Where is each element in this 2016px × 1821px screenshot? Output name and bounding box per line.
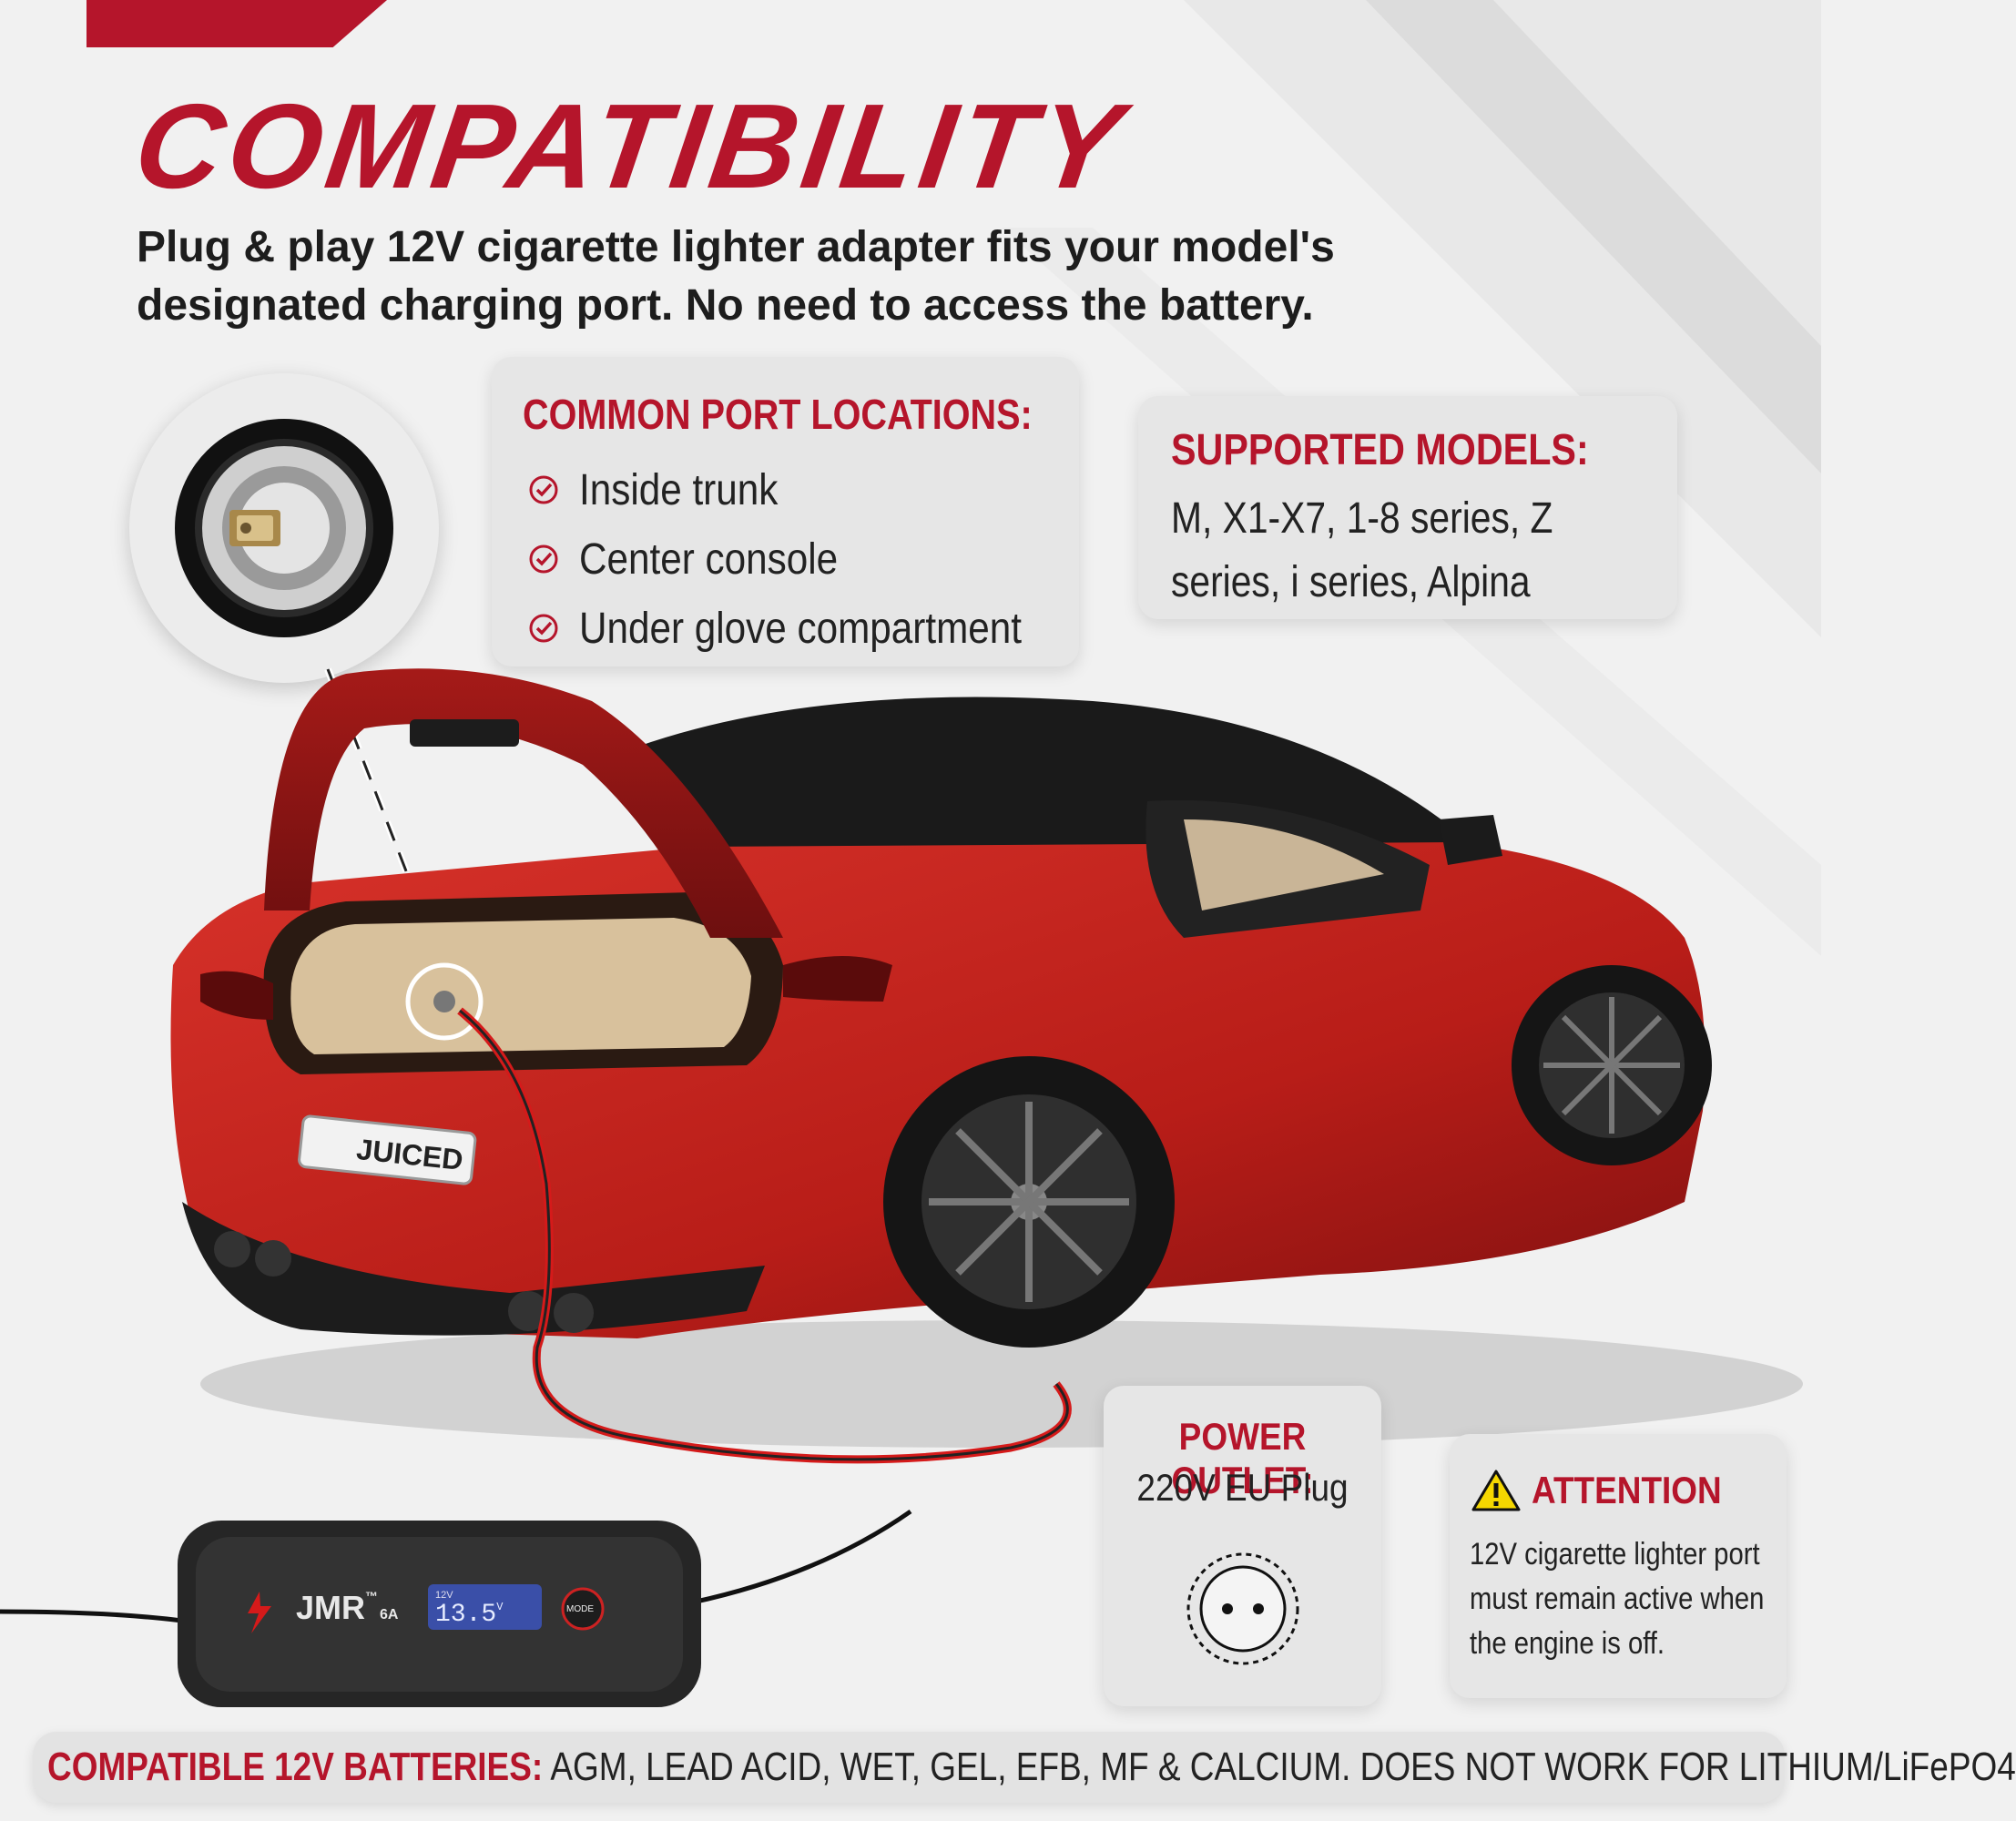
mode-button-label: MODE (566, 1604, 594, 1614)
port-locations-list: Inside trunk Center console Under glove … (528, 455, 1082, 663)
power-outlet-text: 220V EU Plug (1136, 1466, 1349, 1509)
port-locations-card: COMMON PORT LOCATIONS: Inside trunk Cent… (492, 357, 1079, 666)
compatible-batteries-bar: COMPATIBLE 12V BATTERIES: AGM, LEAD ACID… (33, 1732, 2016, 1803)
lightning-bolt-icon (248, 1592, 271, 1633)
compatible-batteries-label: COMPATIBLE 12V BATTERIES: (47, 1745, 544, 1789)
port-closeup (129, 373, 439, 683)
compatible-batteries-text: AGM, LEAD ACID, WET, GEL, EFB, MF & CALC… (550, 1745, 2016, 1789)
list-item: Under glove compartment (528, 594, 1082, 663)
charger-display-value: 13.5V (435, 1601, 504, 1629)
list-item: Inside trunk (528, 455, 1082, 524)
top-accent-stripe (87, 0, 387, 47)
car-illustration (170, 668, 1803, 1464)
supported-models-heading: SUPPORTED MODELS: (1171, 426, 1589, 474)
power-outlet-card: POWER OUTLET: 220V EU Plug (1104, 1386, 1381, 1706)
list-item: Center console (528, 524, 1082, 594)
supported-models-text: M, X1-X7, 1-8 series, Z series, i series… (1171, 494, 1553, 606)
charger-display-mode: 12V (435, 1590, 453, 1601)
charger-brand: JMR™6A (296, 1589, 399, 1626)
power-outlet-heading: POWER OUTLET: (1171, 1415, 1314, 1501)
check-circle-icon (529, 614, 558, 643)
warning-triangle-icon (1471, 1470, 1521, 1511)
charger-device (0, 1509, 912, 1707)
attention-text: 12V cigarette lighter port must remain a… (1470, 1537, 1765, 1661)
cigarette-lighter-port-icon (175, 419, 393, 637)
page-subtitle: Plug & play 12V cigarette lighter adapte… (137, 223, 1335, 330)
attention-header: ATTENTION (1471, 1469, 1747, 1512)
attention-card: ATTENTION 12V cigarette lighter port mus… (1450, 1434, 1787, 1698)
port-locations-heading: COMMON PORT LOCATIONS: (523, 391, 1033, 438)
eu-socket-icon (1186, 1552, 1299, 1665)
check-circle-icon (529, 544, 558, 574)
supported-models-card: SUPPORTED MODELS: M, X1-X7, 1-8 series, … (1138, 396, 1677, 619)
attention-heading: ATTENTION (1532, 1469, 1722, 1511)
check-circle-icon (529, 475, 558, 504)
